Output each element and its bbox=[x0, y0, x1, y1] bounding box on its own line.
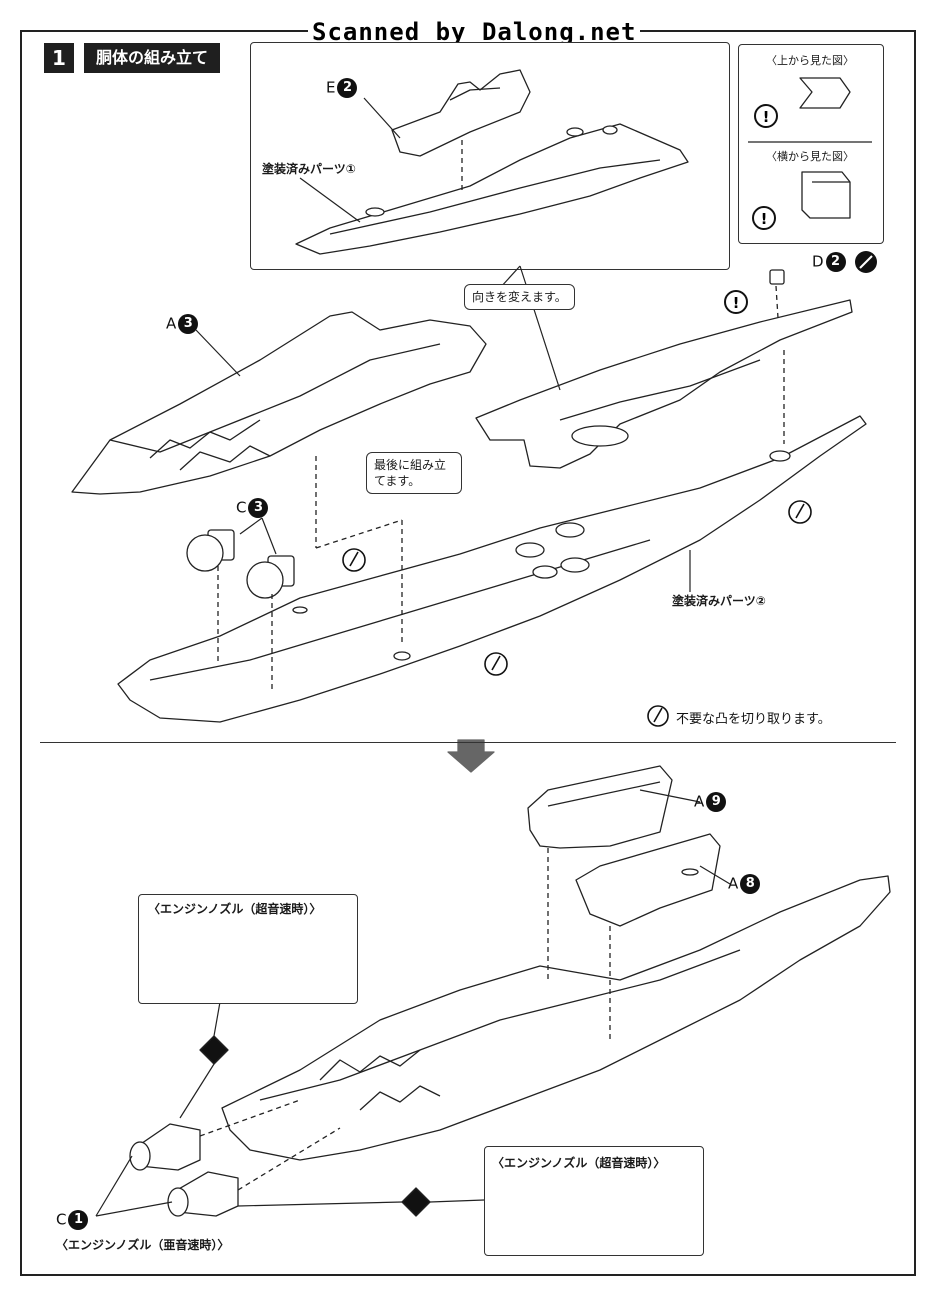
nozzle-subsonic-caption: 〈エンジンノズル（亜音速時）〉 bbox=[56, 1238, 230, 1252]
svg-text:!: ! bbox=[763, 108, 770, 126]
nozzle-supersonic-caption-bottom: 〈エンジンノズル（超音速時）〉 bbox=[492, 1156, 666, 1170]
cut-off-note: 不要な凸を切り取ります。 bbox=[676, 712, 831, 727]
nozzle-supersonic-caption-top: 〈エンジンノズル（超音速時）〉 bbox=[148, 902, 322, 916]
watermark: Scanned by Dalong.net bbox=[308, 18, 641, 46]
side-view-caption: 〈横から見た図〉 bbox=[766, 150, 854, 163]
svg-text:!: ! bbox=[761, 210, 768, 228]
svg-text:!: ! bbox=[733, 294, 740, 312]
cut-icon bbox=[342, 500, 812, 727]
painted-part-1-label: 塗装済みパーツ① bbox=[262, 162, 356, 176]
step-title: 胴体の組み立て bbox=[84, 43, 221, 73]
knife-icon bbox=[855, 251, 877, 273]
nozzle-supersonic-box-bottom bbox=[484, 1146, 704, 1256]
assemble-last-note: 最後に組み立てます。 bbox=[366, 452, 462, 494]
step-number: 1 bbox=[44, 43, 74, 73]
section-divider bbox=[40, 742, 896, 743]
nozzle-supersonic-box-top bbox=[138, 894, 358, 1004]
top-view-caption: 〈上から見た図〉 bbox=[766, 54, 854, 67]
change-direction-note: 向きを変えます。 bbox=[464, 284, 575, 310]
warning-icon: ! ! ! bbox=[724, 104, 778, 314]
painted-part-2-label: 塗装済みパーツ② bbox=[672, 594, 766, 608]
